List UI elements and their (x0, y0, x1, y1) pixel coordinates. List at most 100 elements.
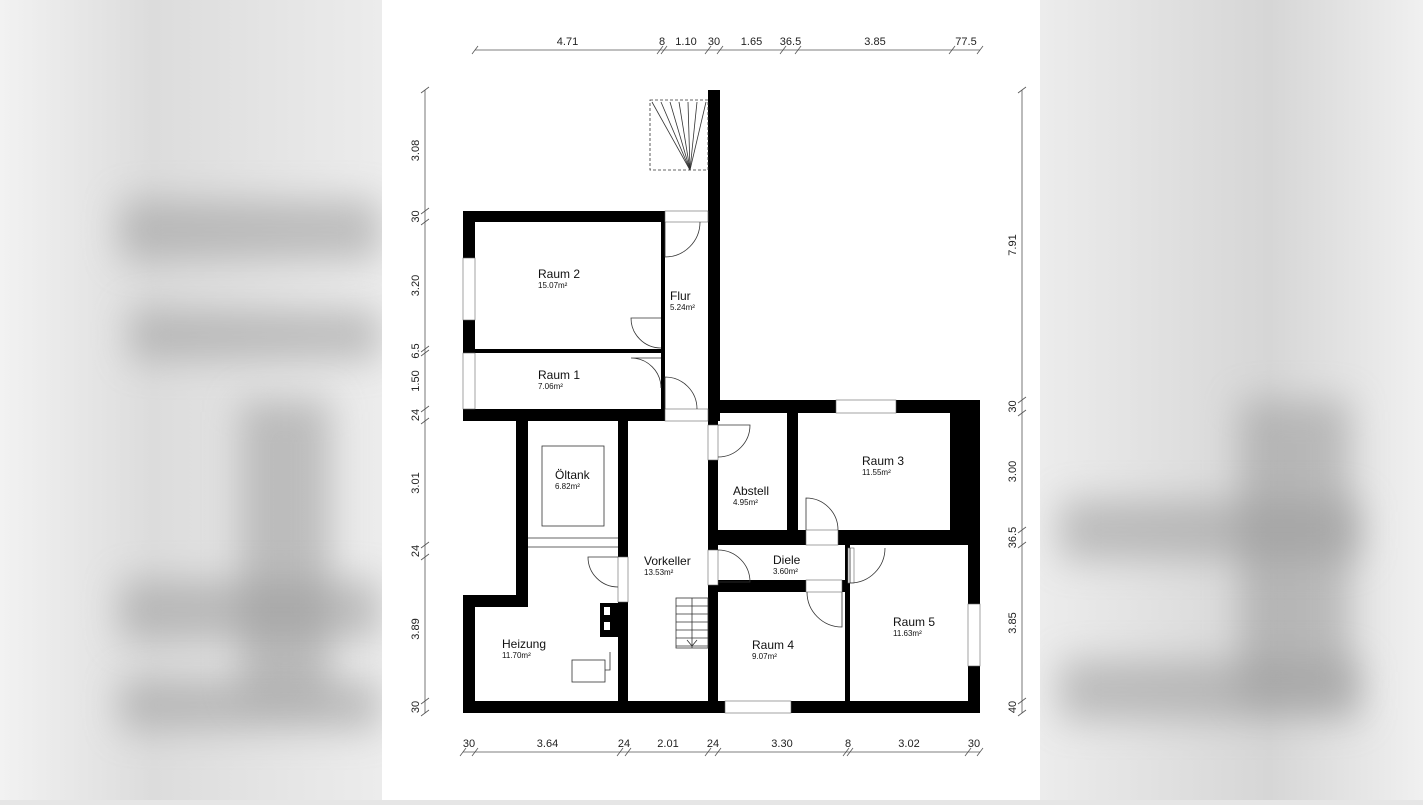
dimension-label: 1.65 (741, 36, 762, 48)
window-opening (664, 408, 709, 422)
room-name: Raum 3 (862, 454, 904, 468)
dimension-label: 3.85 (1007, 612, 1019, 633)
dimension-tick (1017, 697, 1027, 705)
room-name: Raum 5 (893, 615, 935, 629)
dimension-tick (842, 747, 850, 757)
dimension-label: 3.20 (410, 275, 422, 296)
door-swing (717, 549, 751, 583)
dimension-label: 1.10 (675, 36, 696, 48)
room-area: 15.07m² (538, 281, 568, 290)
dimension-label: 2.01 (657, 738, 678, 750)
dimension-tick (704, 747, 712, 757)
room-name: Diele (773, 553, 801, 567)
dimension-tick (420, 553, 430, 561)
window-opening (724, 700, 792, 714)
dimension-tick (420, 345, 430, 353)
dimension-label: 3.64 (537, 738, 558, 750)
stair-step (678, 101, 691, 171)
room-area: 5.24m² (670, 303, 695, 312)
room-name: Raum 4 (752, 638, 794, 652)
dimension-tick (1017, 541, 1027, 549)
room-name: Vorkeller (644, 554, 691, 568)
dimension-label: 1.50 (410, 370, 422, 391)
stair-step (689, 101, 698, 171)
stair-step (687, 101, 691, 171)
room-name: Flur (670, 289, 691, 303)
dimension-tick (471, 747, 479, 757)
dimension-tick (1017, 526, 1027, 534)
window-opening (707, 549, 719, 586)
dimension-label: 40 (1007, 701, 1019, 713)
dimension-tick (976, 45, 984, 55)
room-name: Abstell (733, 484, 769, 498)
blurred-background-left (0, 0, 382, 800)
room-area: 11.70m² (502, 651, 531, 660)
dimension-tick (976, 747, 984, 757)
dimension-tick (716, 45, 724, 55)
wall (463, 211, 708, 222)
dimension-tick (714, 747, 722, 757)
floor-plan: 4.71 8 1.10 30 1.65 36.5 3.85 77.5 30 3.64 24 2.01 2… (382, 0, 1040, 800)
room-name: Heizung (502, 637, 546, 651)
wall (516, 421, 528, 607)
dimension-label: 6.5 (410, 343, 422, 358)
dimension-label: 30 (968, 738, 980, 750)
wall (950, 400, 980, 545)
dimension-tick (1017, 86, 1027, 94)
chimney-flue (604, 607, 610, 615)
floor-plan-drawing: 4.71 8 1.10 30 1.65 36.5 3.85 77.5 30 3.64 24 2.01 2… (410, 36, 1027, 757)
dimension-label: 24 (410, 409, 422, 421)
labels: 4.71 8 1.10 30 1.65 36.5 3.85 77.5 30 3.64 24 2.01 2… (410, 36, 1019, 750)
dimension-label: 3.08 (410, 140, 422, 161)
dimension-label: 36.5 (1007, 527, 1019, 548)
room-area: 3.60m² (773, 567, 798, 576)
dimension-tick (624, 747, 632, 757)
door-swing (806, 591, 843, 628)
dimension-label: 7.91 (1007, 234, 1019, 255)
door-swing (664, 221, 701, 258)
dimension-tick (420, 86, 430, 94)
window-opening (707, 424, 719, 461)
wall (463, 409, 720, 421)
room-name: Raum 2 (538, 267, 580, 281)
dimension-label: 3.89 (410, 618, 422, 639)
dimension-label: 4.71 (557, 36, 578, 48)
dimension-tick (420, 207, 430, 215)
dimension-label: 3.00 (1007, 461, 1019, 482)
dimension-label: 8 (659, 36, 665, 48)
room-area: 13.53m² (644, 568, 674, 577)
window-opening (462, 257, 476, 321)
boiler (571, 659, 606, 683)
dimension-tick (420, 349, 430, 357)
door-swing (630, 357, 662, 389)
dimension-lines (420, 45, 1027, 757)
dimension-tick (704, 45, 712, 55)
wall (463, 701, 980, 713)
dimension-label: 30 (410, 210, 422, 222)
room-name: Raum 1 (538, 368, 580, 382)
dimension-tick (1017, 709, 1027, 717)
dimension-tick (794, 45, 802, 55)
dimension-tick (420, 218, 430, 226)
window-opening (847, 547, 855, 584)
room-area: 6.82m² (555, 482, 580, 491)
dimension-label: 3.01 (410, 472, 422, 493)
stair-step (651, 101, 691, 171)
dimension-tick (420, 709, 430, 717)
dimension-tick (779, 45, 787, 55)
dimension-label: 24 (410, 545, 422, 557)
window-opening (835, 399, 897, 414)
dimension-tick (459, 747, 467, 757)
dimension-tick (420, 697, 430, 705)
dimension-tick (616, 747, 624, 757)
chimney-flue (604, 622, 610, 630)
stair-arrow-icon (686, 639, 698, 647)
dimension-tick (1017, 409, 1027, 417)
door-swing (664, 376, 698, 410)
dimension-tick (656, 45, 664, 55)
dimension-tick (1017, 396, 1027, 404)
dimension-tick (846, 747, 854, 757)
dimension-label: 77.5 (955, 36, 976, 48)
dimension-tick (420, 541, 430, 549)
wall (708, 90, 720, 420)
